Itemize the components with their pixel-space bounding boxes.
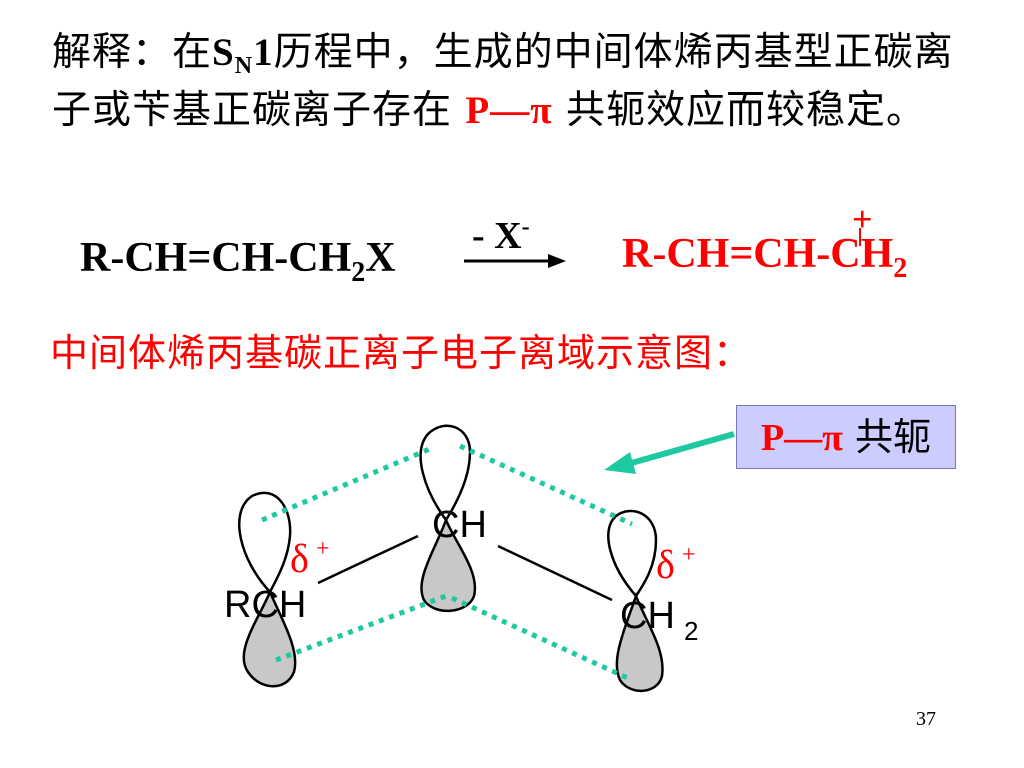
center-group-label: CH	[432, 504, 487, 546]
callout-arrow	[604, 431, 735, 474]
right-group-sub: 2	[684, 616, 698, 646]
reactant-main: R-CH=CH-CH	[80, 235, 352, 281]
product-main: R-CH=CH-CH	[622, 231, 894, 277]
callout-label: 共轭	[855, 415, 932, 459]
bond-left	[317, 534, 419, 585]
dotted-bottom-right	[450, 595, 634, 683]
arrow-label: - X-	[472, 214, 530, 258]
dotted-top-right	[458, 443, 634, 527]
diagram-title: 中间体烯丙基碳正离子电子离域示意图：	[50, 331, 753, 375]
callout-p-pi: P—π	[760, 417, 843, 459]
explanation-prefix: 解释：在	[52, 30, 213, 75]
sn1-main: S	[212, 31, 235, 74]
right-p-orbital	[607, 509, 664, 693]
sn1-sub: N	[234, 53, 254, 79]
bond-right	[497, 544, 613, 602]
delta-right-charge: +	[682, 542, 696, 568]
delta-left-symbol: δ	[290, 536, 309, 581]
arrow-label-sup: -	[521, 214, 530, 240]
arrow-label-text: - X	[472, 215, 522, 257]
delta-right-symbol: δ	[656, 542, 675, 587]
reactant-formula: R-CH=CH-CH2X	[80, 234, 396, 287]
center-p-orbital	[419, 424, 477, 613]
delta-left-charge: +	[316, 536, 330, 562]
p-pi-callout: P—π 共轭	[736, 405, 956, 469]
left-group-label: RCH	[224, 584, 306, 626]
product-formula: R-CH=CH-CH2	[622, 230, 907, 283]
reaction-arrow	[464, 254, 566, 268]
explanation-mid: 历程中，生成的中间体烯丙基型正碳离子或苄基正碳离子存在	[52, 30, 954, 133]
sn1-num: 1	[253, 31, 274, 74]
reactant-sub: 2	[351, 257, 366, 288]
left-p-orbital	[238, 491, 297, 688]
right-group-label: CH	[620, 595, 675, 637]
explanation-text: 解释：在SN1历程中，生成的中间体烯丙基型正碳离子或苄基正碳离子存在 P—π 共…	[52, 24, 972, 140]
p-pi-highlight: P—π	[465, 89, 553, 132]
reactant-end: X	[365, 235, 396, 281]
dotted-bottom-left	[275, 593, 447, 663]
sn1-label: SN1	[212, 31, 274, 78]
page-number: 37	[916, 708, 936, 730]
conjugation-dotted-lines	[261, 443, 634, 683]
product-sub: 2	[893, 253, 908, 284]
dotted-top-left	[261, 445, 433, 523]
explanation-suffix: 共轭效应而较稳定。	[566, 88, 927, 133]
product-charge: +	[852, 199, 873, 239]
